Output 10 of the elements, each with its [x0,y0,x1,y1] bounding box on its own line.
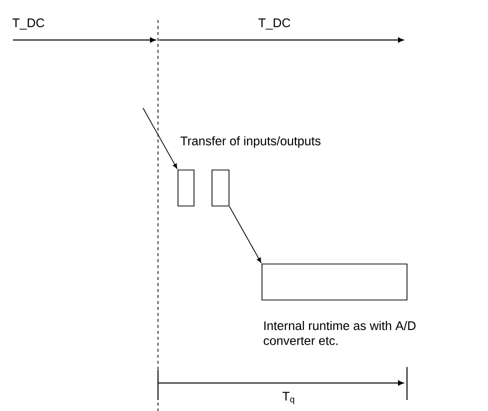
time-label: T_DC [258,18,290,30]
arrow [229,206,262,263]
caption-text: Internal runtime as with A/D converter etc. [264,320,416,346]
caption-text: Transfer of inputs/outputs [180,136,320,148]
process-box [262,264,408,300]
process-box [212,170,230,206]
time-label: T$_{q}$ [282,392,294,404]
arrow [142,108,178,169]
process-box [178,170,194,206]
time-label: T_DC [12,18,44,30]
